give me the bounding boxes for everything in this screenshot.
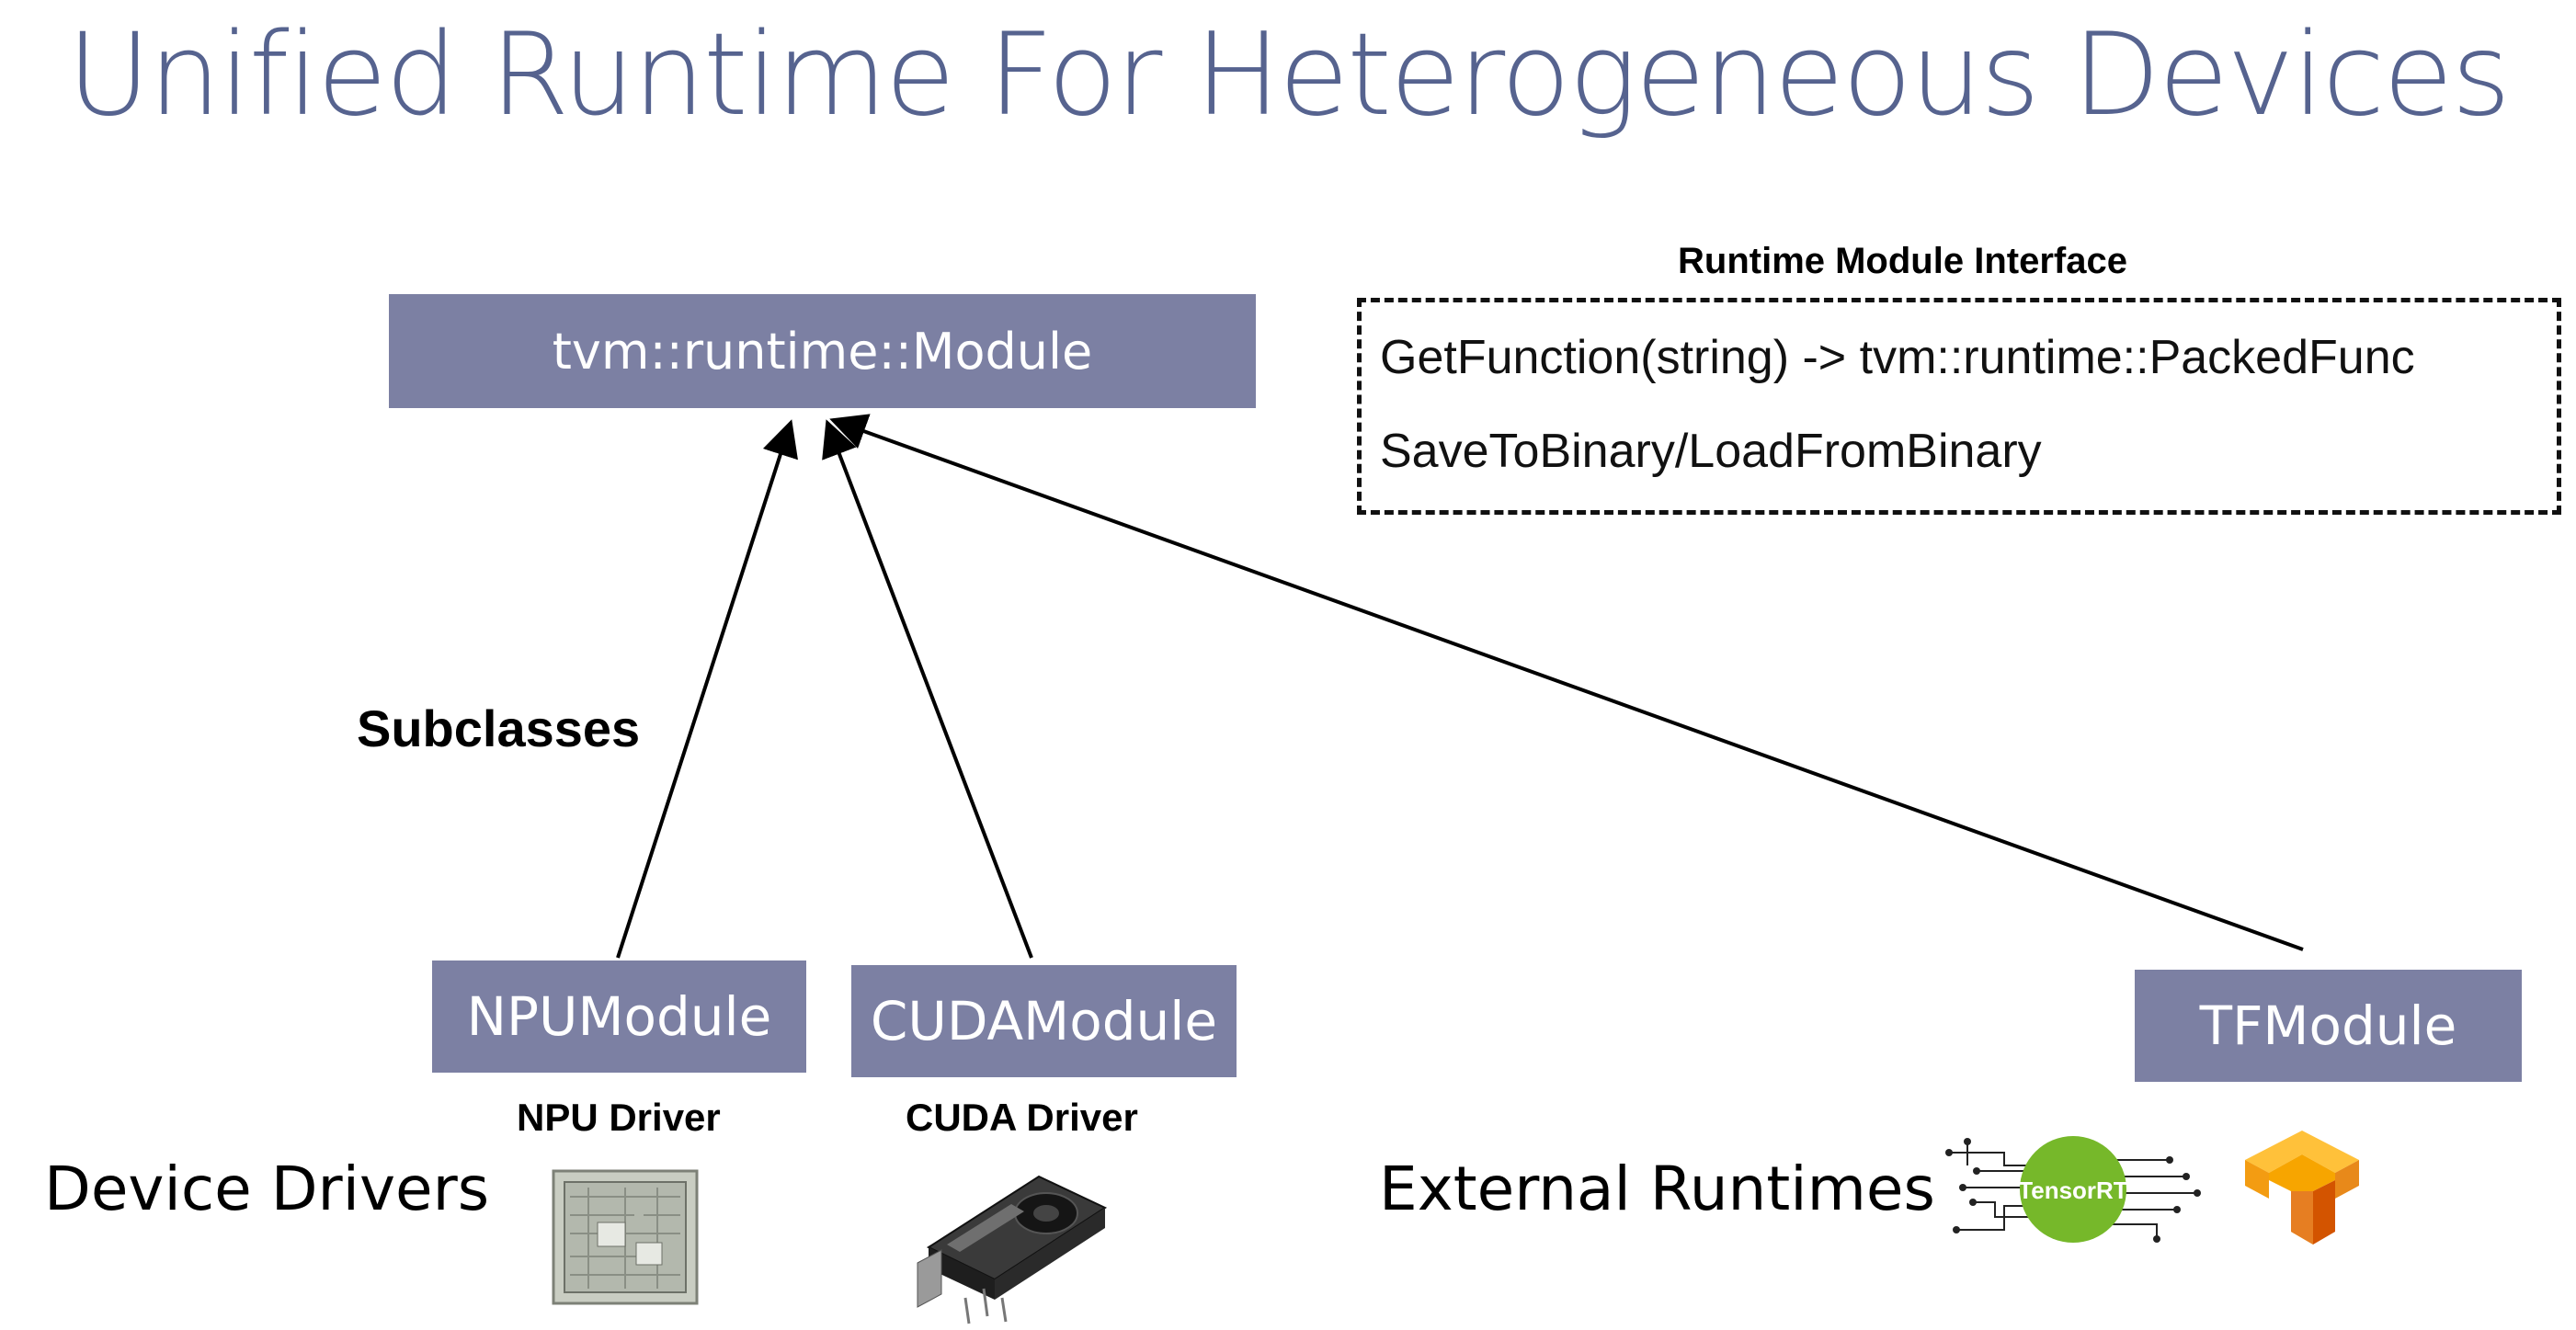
cuda-module-box: CUDAModule xyxy=(851,965,1237,1077)
cuda-inherit-arrow xyxy=(822,419,1033,959)
device-drivers-label: Device Drivers xyxy=(44,1154,490,1224)
runtime-module-box: tvm::runtime::Module xyxy=(389,294,1256,408)
tensorrt-logo-icon: TensorRT xyxy=(1945,1136,2201,1243)
interface-line-savetobinary: SaveToBinary/LoadFromBinary xyxy=(1380,425,2042,478)
subclasses-label: Subclasses xyxy=(357,699,641,757)
slide-title: Unified Runtime For Heterogeneous Device… xyxy=(66,9,2511,142)
tensorrt-logo-text: TensorRT xyxy=(2018,1177,2128,1204)
tensorflow-logo-icon xyxy=(2245,1131,2359,1245)
npu-inherit-arrow xyxy=(616,419,798,959)
interface-line-getfunction: GetFunction(string) -> tvm::runtime::Pac… xyxy=(1380,331,2415,384)
interface-title: Runtime Module Interface xyxy=(1678,241,2127,281)
npu-chip-icon xyxy=(552,1169,699,1305)
gpu-card-icon xyxy=(917,1175,1108,1324)
tf-module-box: TFModule xyxy=(2135,970,2522,1082)
tf-inherit-arrow xyxy=(829,414,2304,951)
npu-driver-label: NPU Driver xyxy=(517,1096,721,1139)
external-runtimes-label: External Runtimes xyxy=(1379,1154,1935,1224)
interface-box: GetFunction(string) -> tvm::runtime::Pac… xyxy=(1357,298,2561,515)
npu-module-box: NPUModule xyxy=(432,961,806,1073)
cuda-driver-label: CUDA Driver xyxy=(906,1096,1138,1139)
